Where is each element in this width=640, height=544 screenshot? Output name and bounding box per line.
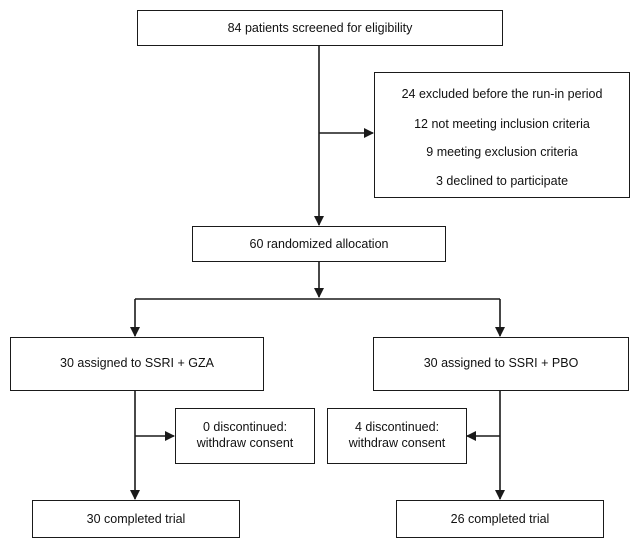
left-completed-label: 30 completed trial (86, 512, 186, 526)
randomized-box: 60 randomized allocation (192, 226, 446, 262)
right-completed-box: 26 completed trial (396, 500, 604, 538)
screened-box: 84 patients screened for eligibility (137, 10, 503, 46)
right-arm-assigned-box: 30 assigned to SSRI + PBO (373, 337, 629, 391)
excluded-reason: 3 declined to participate (435, 174, 569, 188)
left-arm-assigned-label: 30 assigned to SSRI + GZA (60, 356, 214, 370)
excluded-reason: 12 not meeting inclusion criteria (414, 117, 590, 131)
excluded-reason: 9 meeting exclusion criteria (426, 145, 578, 159)
left-discontinued-line: 0 discontinued: (202, 420, 288, 434)
excluded-title: 24 excluded before the run-in period (401, 87, 603, 101)
right-discontinued-box: 4 discontinued: withdraw consent (327, 408, 467, 464)
randomized-label: 60 randomized allocation (249, 237, 389, 251)
left-arm-assigned-box: 30 assigned to SSRI + GZA (10, 337, 264, 391)
left-discontinued-box: 0 discontinued: withdraw consent (175, 408, 315, 464)
right-discontinued-line: withdraw consent (348, 436, 446, 450)
right-arm-assigned-label: 30 assigned to SSRI + PBO (423, 356, 579, 370)
left-discontinued-line: withdraw consent (196, 436, 294, 450)
right-completed-label: 26 completed trial (450, 512, 550, 526)
excluded-box: 24 excluded before the run-in period 12 … (374, 72, 630, 198)
screened-label: 84 patients screened for eligibility (227, 21, 413, 35)
right-discontinued-line: 4 discontinued: (354, 420, 440, 434)
left-completed-box: 30 completed trial (32, 500, 240, 538)
